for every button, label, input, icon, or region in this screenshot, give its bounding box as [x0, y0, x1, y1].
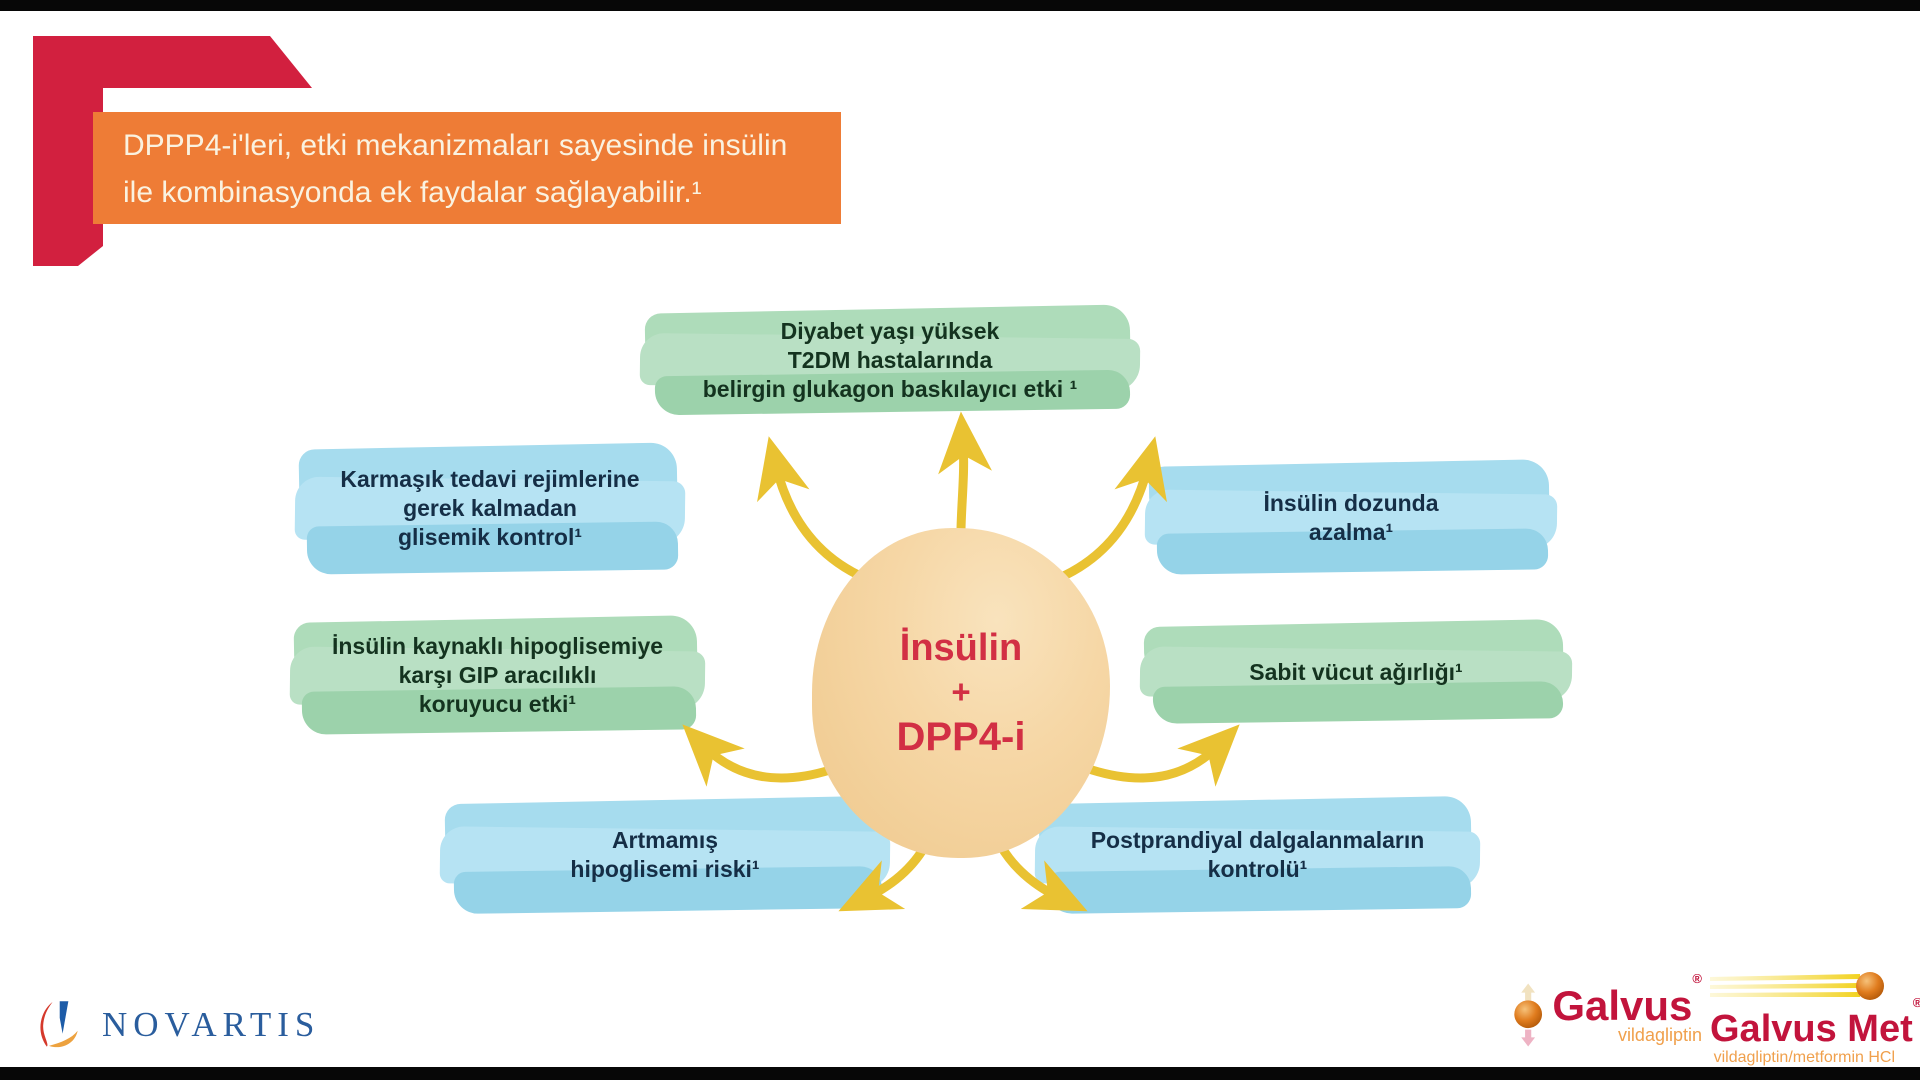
benefit-text: Artmamış hipoglisemi riski¹: [440, 796, 890, 914]
galvus-sphere-icon: [1514, 983, 1543, 1047]
benefit-line: Sabit vücut ağırlığı¹: [1249, 658, 1463, 685]
benefit-line: koruyucu etki¹: [418, 690, 577, 717]
hub-line-plus: +: [951, 673, 971, 710]
galvus-wordmark: Galvus: [1552, 981, 1693, 1029]
arrow-up-right: [1039, 436, 1167, 589]
benefit-text: İnsülin dozunda azalma¹: [1145, 460, 1557, 575]
benefit-line: İnsülin dozunda: [1263, 489, 1439, 516]
galvus-met-comet-icon: [1710, 972, 1884, 1000]
benefit-text: İnsülin kaynaklı hipoglisemiye karşı GIP…: [290, 615, 705, 735]
benefit-box-right-lower: Postprandiyal dalgalanmaların kontrolü¹: [1034, 795, 1481, 915]
benefit-text: Karmaşık tedavi rejimlerine gerek kalmad…: [295, 442, 685, 574]
benefit-box-left-middle: İnsülin kaynaklı hipoglisemiye karşı GIP…: [289, 614, 706, 736]
hub-line-dpp4i: DPP4-i: [896, 715, 1026, 759]
benefit-line: Artmamış: [611, 827, 719, 853]
galvus-met-wordmark: Galvus Met: [1710, 1008, 1913, 1050]
benefit-text: Sabit vücut ağırlığı¹: [1140, 620, 1572, 724]
galvus-subtitle: vildagliptin: [1617, 1024, 1702, 1045]
galvus-logo: Galvus® vildagliptin: [1512, 970, 1702, 1058]
benefit-box-left-lower: Artmamış hipoglisemi riski¹: [439, 795, 891, 915]
central-hub: İnsülin + DPP4-i: [812, 528, 1110, 858]
galvus-met-logo: Galvus Met® vildagliptin/metformin HCl: [1710, 970, 1920, 1067]
letterbox-bar-top: [0, 0, 1920, 11]
benefit-line: Karmaşık tedavi rejimlerine: [340, 465, 640, 492]
benefit-line: gerek kalmadan: [403, 494, 577, 521]
galvus-met-subtitle: vildagliptin/metformin HCl: [1713, 1049, 1895, 1066]
benefit-text: Diyabet yaşı yüksek T2DM hastalarında be…: [640, 306, 1140, 414]
letterbox-bar-bottom: [0, 1067, 1920, 1080]
benefit-line: İnsülin kaynaklı hipoglisemiye: [331, 632, 664, 659]
benefit-box-right-middle: Sabit vücut ağırlığı¹: [1139, 619, 1573, 725]
benefit-box-left-upper: Karmaşık tedavi rejimlerine gerek kalmad…: [294, 442, 686, 574]
benefit-line: azalma¹: [1308, 518, 1394, 545]
arrow-mid-left: [682, 724, 835, 787]
registered-mark: ®: [1912, 995, 1920, 1010]
slide-title-line1: DPPP4-i'leri, etki mekanizmaları sayesin…: [123, 129, 788, 162]
benefit-line: glisemik kontrol¹: [397, 523, 583, 550]
benefit-line: Diyabet yaşı yüksek: [780, 317, 1000, 344]
benefit-line: kontrolü¹: [1207, 856, 1308, 882]
slide-title-banner: DPPP4-i'leri, etki mekanizmaları sayesin…: [93, 112, 841, 224]
novartis-wordmark: NOVARTIS: [102, 1005, 321, 1044]
benefit-line: karşı GIP aracılıklı: [398, 661, 597, 688]
novartis-flame-icon: [40, 1001, 78, 1048]
benefit-line: hipoglisemi riski¹: [570, 856, 760, 882]
registered-mark: ®: [1692, 970, 1702, 986]
benefit-line: T2DM hastalarında: [787, 346, 993, 373]
benefit-box-right-upper: İnsülin dozunda azalma¹: [1144, 459, 1558, 576]
hub-line-insulin: İnsülin: [899, 627, 1023, 669]
benefit-line: Postprandiyal dalgalanmaların: [1090, 827, 1425, 853]
benefit-box-top: Diyabet yaşı yüksek T2DM hastalarında be…: [639, 304, 1141, 416]
benefit-text: Postprandiyal dalgalanmaların kontrolü¹: [1035, 796, 1480, 914]
benefit-line: belirgin glukagon baskılayıcı etki ¹: [702, 375, 1078, 402]
arrow-mid-right: [1087, 724, 1240, 787]
novartis-logo: NOVARTIS: [36, 996, 320, 1054]
slide-title-line2: ile kombinasyonda ek faydalar sağlayabil…: [123, 176, 702, 209]
